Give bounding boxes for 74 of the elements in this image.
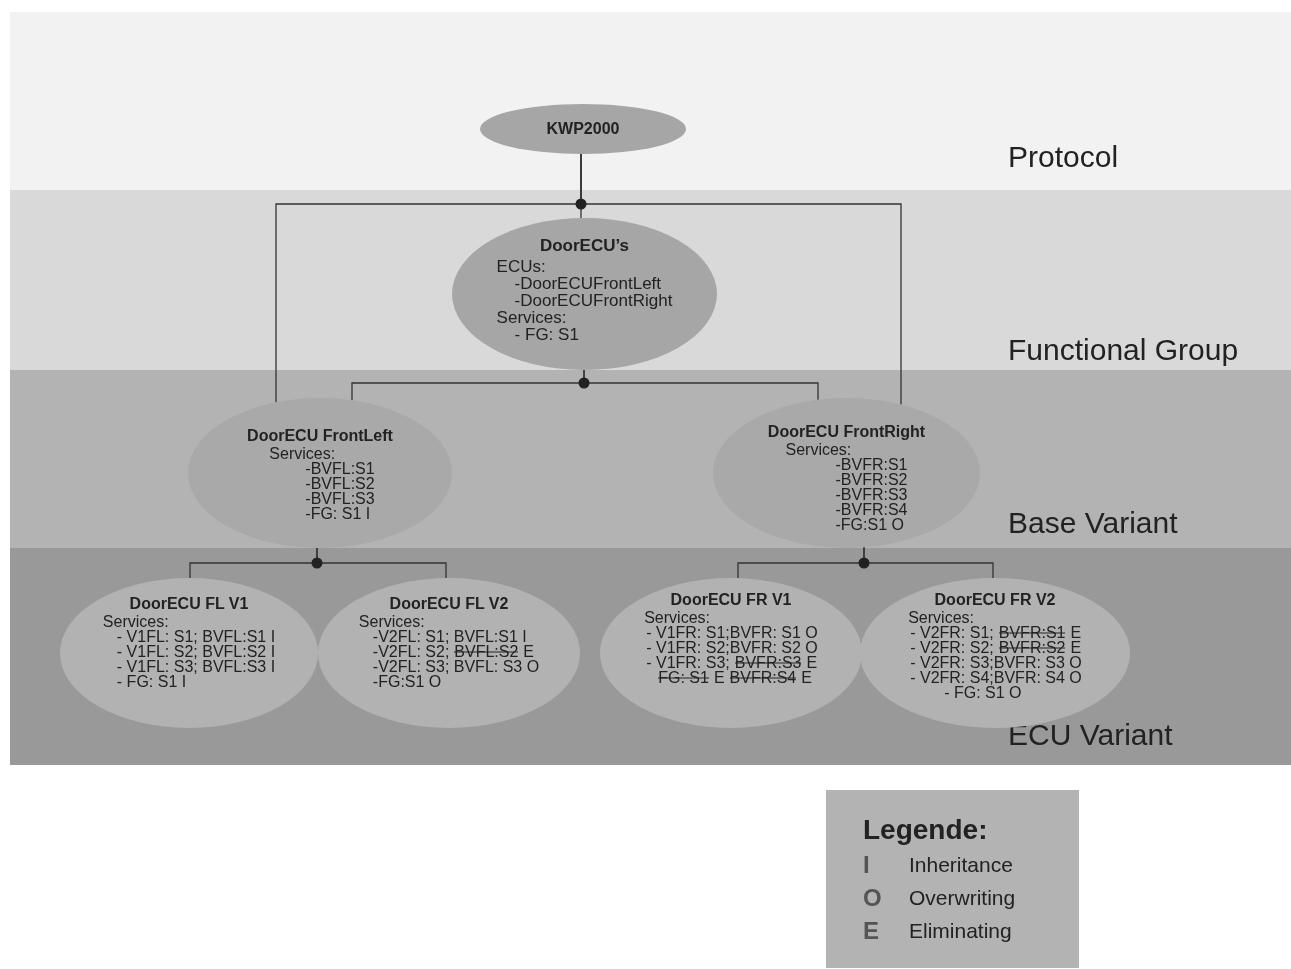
node-title: DoorECU FL V1 bbox=[129, 594, 249, 614]
service-line: - FG: S1 bbox=[514, 326, 579, 343]
struck-text: BVFR:S2 bbox=[998, 640, 1066, 655]
service-line: -BVFL:S3 bbox=[305, 491, 375, 506]
layer-label: Base Variant bbox=[1008, 508, 1178, 538]
struck-text: BVFR:S4 bbox=[729, 670, 797, 685]
service-line: Services: bbox=[908, 610, 974, 625]
service-line: - V2FR: S1; bbox=[910, 625, 994, 640]
service-line: - V1FL: S3; BVFL:S3 I bbox=[116, 659, 276, 674]
service-line: - V2FR: S3;BVFR: S3 O bbox=[910, 655, 1082, 670]
service-line: -V2FL: S1; BVFL:S1 I bbox=[372, 629, 527, 644]
connector-line bbox=[863, 546, 994, 579]
service-line: - V1FR: S2;BVFR: S2 O bbox=[646, 640, 818, 655]
service-line: - V2FR: S4;BVFR: S4 O bbox=[910, 670, 1082, 685]
legend-text: Overwriting bbox=[909, 884, 1016, 911]
connector-line bbox=[316, 547, 447, 579]
service-line: - V1FR: S1;BVFR: S1 O bbox=[646, 625, 818, 640]
service-line: Services: bbox=[102, 614, 169, 629]
service-line: -BVFL:S2 bbox=[305, 476, 375, 491]
service-line: E bbox=[713, 670, 725, 685]
connector-line bbox=[583, 369, 819, 401]
service-line: - FG: S1 O bbox=[944, 685, 1022, 700]
node-title: DoorECU’s bbox=[539, 235, 630, 257]
legend-symbol: E bbox=[863, 918, 880, 943]
service-line: -BVFR:S3 bbox=[835, 487, 908, 502]
connector-line bbox=[580, 153, 902, 406]
service-line: E bbox=[1070, 625, 1082, 640]
service-line: - V1FL: S2; BVFL:S2 I bbox=[116, 644, 276, 659]
service-line: -FG: S1 I bbox=[305, 506, 371, 521]
legend-symbol: O bbox=[863, 885, 883, 910]
service-line: -FG:S1 O bbox=[835, 517, 904, 532]
node-title: DoorECU FR V1 bbox=[670, 590, 792, 610]
layer-label: Functional Group bbox=[1008, 335, 1239, 365]
node-title: DoorECU FrontLeft bbox=[247, 426, 393, 446]
struck-text: BVFR:S3 bbox=[734, 655, 802, 670]
service-line: E bbox=[806, 655, 818, 670]
node-title: KWP2000 bbox=[546, 119, 620, 139]
struck-text: BVFR:S1 bbox=[998, 625, 1066, 640]
service-line: E bbox=[523, 644, 535, 659]
legend-symbol: I bbox=[863, 852, 871, 877]
layer-label: Protocol bbox=[1008, 142, 1119, 172]
legend-title: Legende: bbox=[863, 813, 989, 847]
service-line: Services: bbox=[269, 446, 336, 461]
service-line: - V1FR: S3; bbox=[646, 655, 730, 670]
service-line: Services: bbox=[358, 614, 425, 629]
legend-text: Eliminating bbox=[909, 917, 1012, 944]
service-line: - V1FL: S1; BVFL:S1 I bbox=[116, 629, 276, 644]
node-title: DoorECU FL V2 bbox=[389, 594, 509, 614]
layer-band bbox=[10, 548, 1291, 765]
service-line: -V2FL: S2; bbox=[372, 644, 450, 659]
struck-text: BVFL:S2 bbox=[454, 644, 519, 659]
service-line: ECUs: bbox=[496, 258, 546, 275]
service-line: -FG:S1 O bbox=[372, 674, 442, 689]
service-line: -DoorECUFrontLeft bbox=[514, 275, 662, 292]
service-line: Services: bbox=[496, 309, 567, 326]
service-line: Services: bbox=[644, 610, 710, 625]
service-line: Services: bbox=[785, 442, 852, 457]
service-line: - V2FR: S2; bbox=[910, 640, 994, 655]
layer-band bbox=[10, 370, 1291, 548]
legend-text: Inheritance bbox=[909, 851, 1013, 878]
service-line: -BVFR:S2 bbox=[835, 472, 908, 487]
node-title: DoorECU FR V2 bbox=[934, 590, 1056, 610]
service-line: - FG: S1 I bbox=[116, 674, 187, 689]
service-line: -BVFR:S1 bbox=[835, 457, 908, 472]
service-line: -DoorECUFrontRight bbox=[514, 292, 673, 309]
node-title: DoorECU FrontRight bbox=[767, 422, 926, 442]
struck-text: FG: S1 bbox=[658, 670, 709, 685]
service-line: -V2FL: S3; BVFL: S3 O bbox=[372, 659, 540, 674]
layer-band bbox=[10, 190, 1291, 370]
service-line: -BVFR:S4 bbox=[835, 502, 908, 517]
layer-band bbox=[10, 12, 1291, 190]
service-line: -BVFL:S1 bbox=[305, 461, 375, 476]
service-line: E bbox=[801, 670, 812, 685]
service-line: E bbox=[1070, 640, 1082, 655]
